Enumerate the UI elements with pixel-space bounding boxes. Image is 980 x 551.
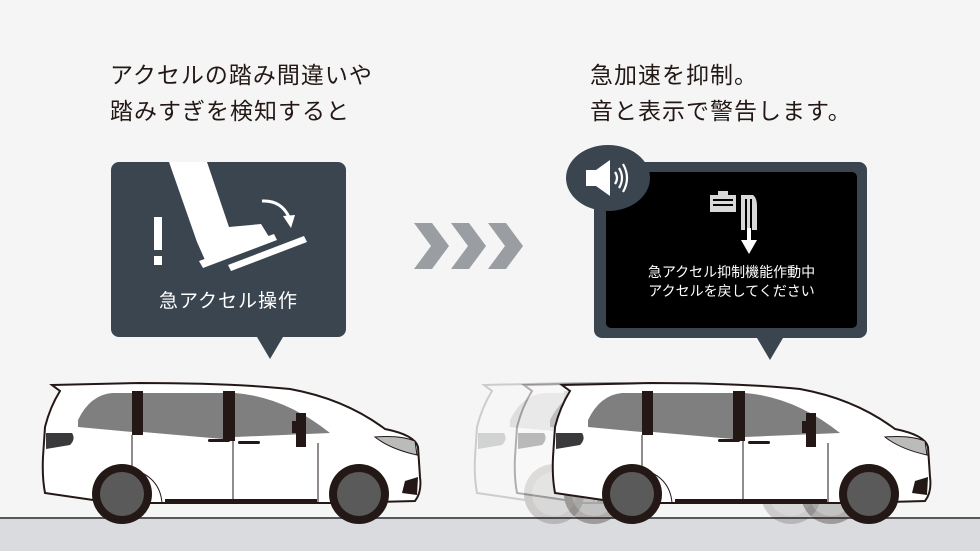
sudden-acceleration-bubble: 急アクセル操作 [111, 162, 346, 359]
speaker-badge [566, 145, 650, 211]
minivan-left [41, 382, 422, 525]
left-heading-line-1: アクセルの踏み間違いや [110, 63, 373, 89]
curved-arrow-icon [261, 199, 295, 228]
left-heading-line-2: 踏みすぎを検知すると [110, 99, 350, 125]
display-message-line-2: アクセルを戻してください [648, 284, 815, 300]
triple-chevron-right-icon [414, 223, 523, 269]
foot-on-pedal-icon [154, 162, 307, 271]
speaker-icon [586, 160, 629, 196]
display-message-line-1: 急アクセル抑制機能作動中 [647, 265, 816, 281]
exclamation-icon [154, 217, 162, 265]
right-heading-line-1: 急加速を抑制。 [590, 63, 758, 89]
minivan-right [551, 382, 932, 525]
left-heading: アクセルの踏み間違いや 踏みすぎを検知すると [110, 58, 373, 130]
ground [0, 517, 980, 551]
accelerator-release-icon [710, 191, 757, 254]
multi-info-display: 急アクセル抑制機能作動中 アクセルを戻してください [606, 172, 857, 328]
right-heading-line-2: 音と表示で警告します。 [590, 99, 852, 125]
right-heading: 急加速を抑制。 音と表示で警告します。 [590, 58, 852, 130]
display-message: 急アクセル抑制機能作動中 アクセルを戻してください [606, 264, 857, 302]
bubble-caption: 急アクセル操作 [158, 290, 299, 312]
